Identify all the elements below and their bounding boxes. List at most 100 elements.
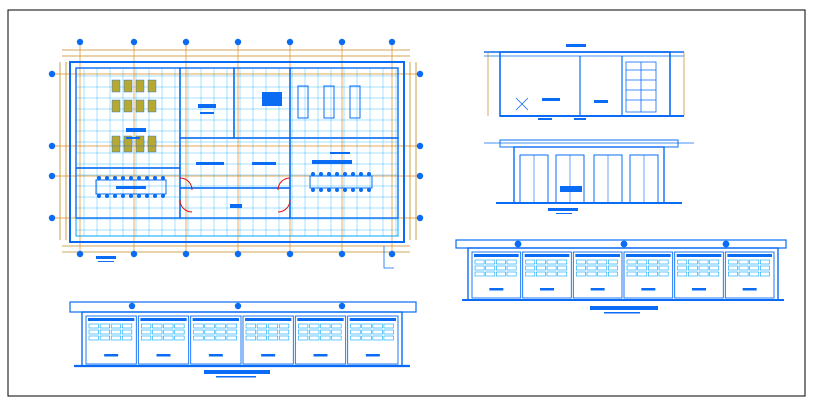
workstation xyxy=(123,99,133,113)
louver xyxy=(383,329,394,335)
chair xyxy=(319,188,323,192)
louver xyxy=(350,323,361,329)
louver xyxy=(193,335,204,341)
bay-label xyxy=(156,354,171,357)
louver xyxy=(709,259,720,265)
louver xyxy=(361,323,372,329)
louver xyxy=(688,265,698,271)
chair xyxy=(327,172,331,176)
louver xyxy=(474,265,485,271)
chair xyxy=(359,172,363,176)
desk xyxy=(323,85,335,119)
louver xyxy=(525,259,536,265)
bay-label xyxy=(590,288,605,291)
grid-bubble xyxy=(388,38,396,46)
workstations xyxy=(111,79,361,153)
bay-label xyxy=(261,354,276,357)
louver xyxy=(648,265,658,271)
section-dimension-left xyxy=(487,52,685,116)
bay-header xyxy=(626,254,671,257)
louver xyxy=(760,271,770,277)
grid-bubble xyxy=(416,214,424,222)
plan-title-bar xyxy=(96,256,116,259)
chair xyxy=(105,194,109,198)
workstation xyxy=(123,135,133,147)
louver xyxy=(709,265,720,271)
grid-bubble xyxy=(234,250,242,258)
louver xyxy=(174,323,185,329)
louver xyxy=(320,329,331,335)
louver xyxy=(278,329,290,335)
desk xyxy=(297,85,309,119)
louver xyxy=(576,271,586,277)
louver xyxy=(557,265,568,271)
bay-header xyxy=(575,254,620,257)
chair xyxy=(367,172,371,176)
side-title-sub xyxy=(556,213,572,214)
louver xyxy=(728,271,738,277)
workstation xyxy=(147,135,157,147)
chair xyxy=(161,176,165,180)
louver xyxy=(698,271,709,277)
workstation xyxy=(111,135,121,147)
bay xyxy=(137,315,190,365)
louver xyxy=(350,329,361,335)
louver xyxy=(152,329,163,335)
louver xyxy=(110,335,122,341)
louver xyxy=(204,323,215,329)
bay-header xyxy=(88,318,135,321)
louver xyxy=(749,265,760,271)
chair xyxy=(153,194,157,198)
louver xyxy=(193,323,204,329)
front-grid-bubbles xyxy=(514,240,730,248)
workstation xyxy=(147,99,157,113)
louver xyxy=(256,329,267,335)
louver xyxy=(320,335,331,341)
louver xyxy=(298,329,309,335)
louver xyxy=(372,329,383,335)
louver xyxy=(738,265,749,271)
workstation xyxy=(123,79,133,93)
bay-header xyxy=(245,318,292,321)
louver xyxy=(193,329,204,335)
bay-label xyxy=(692,288,706,291)
bay-header xyxy=(524,254,570,257)
louver xyxy=(608,259,618,265)
louver xyxy=(267,329,279,335)
louver xyxy=(608,271,618,277)
louver xyxy=(174,335,185,341)
louver xyxy=(245,329,256,335)
grid-bubble xyxy=(338,250,346,258)
plan-outer-wall xyxy=(69,61,405,243)
grid-bubble xyxy=(722,240,730,248)
chair xyxy=(311,188,315,192)
louver xyxy=(525,265,536,271)
louver xyxy=(626,271,637,277)
louver xyxy=(309,329,320,335)
chair xyxy=(121,194,125,198)
bay xyxy=(190,315,242,365)
louver xyxy=(226,329,237,335)
louver xyxy=(226,335,237,341)
rear-grid-bubbles xyxy=(128,302,346,310)
grid-bubble xyxy=(76,38,84,46)
louver xyxy=(760,259,770,265)
chair xyxy=(311,172,315,176)
front-title-bar xyxy=(590,306,658,310)
bay xyxy=(471,251,522,299)
bay xyxy=(674,251,724,299)
bay-label xyxy=(104,354,119,357)
louver xyxy=(267,335,279,341)
louver xyxy=(331,323,342,329)
louver xyxy=(278,323,290,329)
cross-section xyxy=(484,44,685,120)
grid-bubble xyxy=(620,240,628,248)
louver xyxy=(597,265,608,271)
chair xyxy=(335,172,339,176)
louver xyxy=(267,323,279,329)
workstation xyxy=(111,79,121,93)
grid-bubble xyxy=(416,142,424,150)
side-elevation xyxy=(484,139,694,214)
louver xyxy=(309,335,320,341)
chair xyxy=(145,194,149,198)
